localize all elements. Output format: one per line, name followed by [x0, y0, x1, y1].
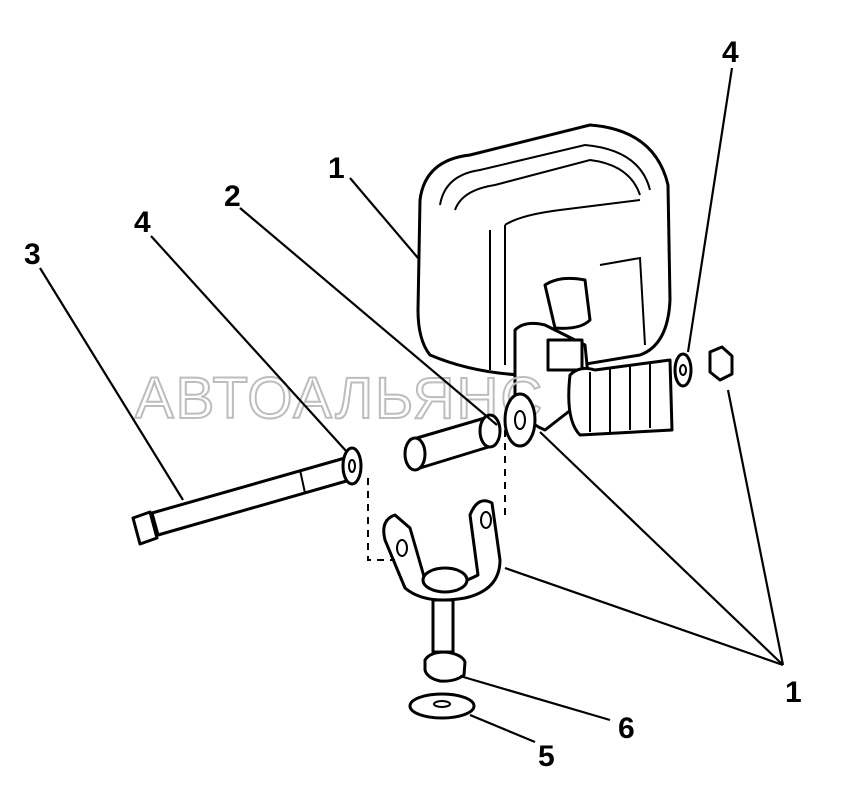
callout-4-washer-right: 4 — [722, 36, 739, 69]
lamp-side-washer — [503, 392, 537, 448]
callout-1-hardware: 1 — [785, 676, 802, 709]
nut-bottom — [423, 650, 467, 683]
u-bracket — [382, 499, 502, 602]
callout-1-lamp: 1 — [328, 152, 345, 185]
callout-6-nut: 6 — [618, 712, 635, 745]
nut-right — [708, 345, 734, 382]
callout-3-bolt: 3 — [24, 238, 41, 271]
mounting-stud — [431, 598, 455, 654]
washer-left — [341, 446, 363, 486]
callout-4-washer-left: 4 — [134, 206, 151, 239]
washer-right — [673, 352, 693, 388]
callout-2-spacer: 2 — [224, 180, 241, 213]
callout-5-washer-large: 5 — [538, 740, 555, 773]
